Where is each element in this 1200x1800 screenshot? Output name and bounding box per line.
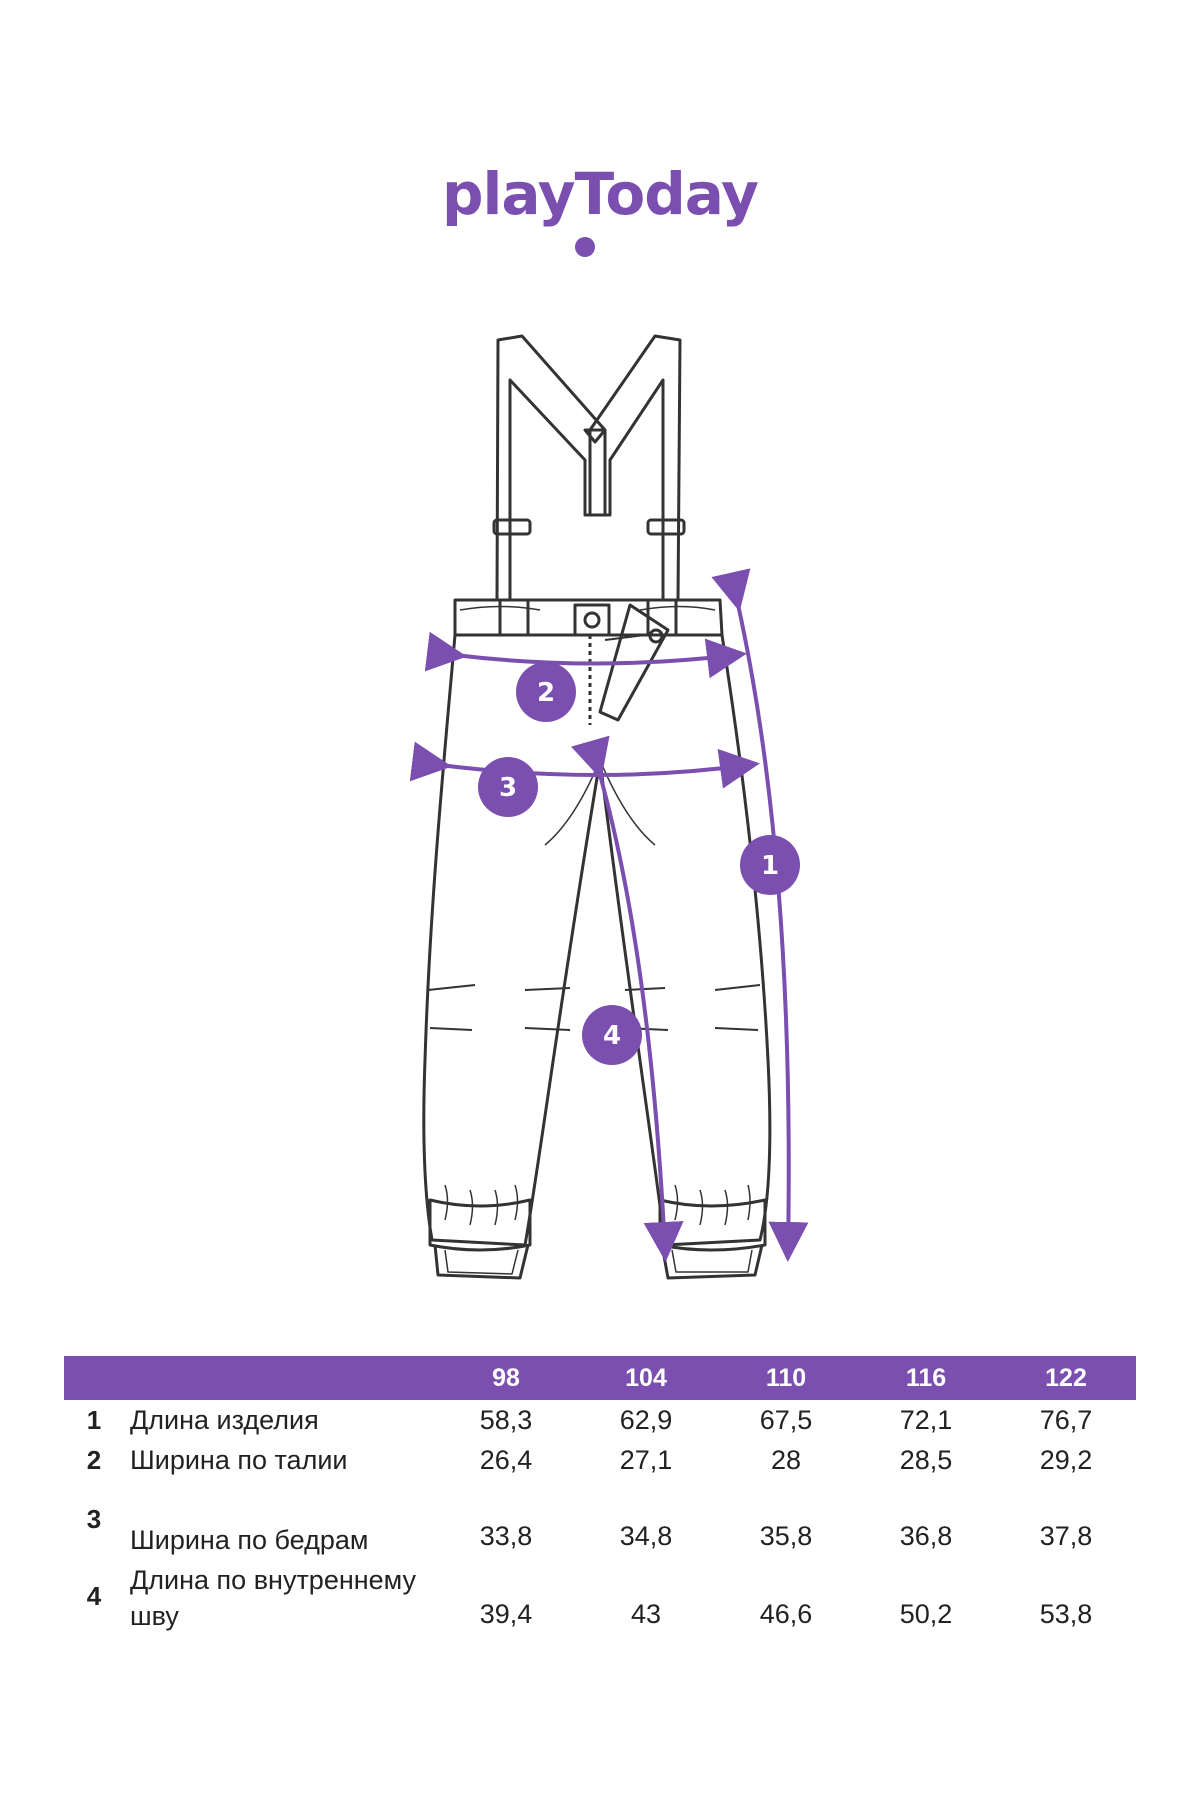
table-cell: 36,8	[899, 1521, 953, 1551]
table-cell: 35,8	[759, 1521, 813, 1551]
row-number: 4	[86, 1580, 102, 1611]
table-cell: 28,5	[899, 1444, 953, 1475]
badge-2-text: 2	[537, 678, 555, 708]
table-row: 4 Длина по внутреннему шву 39,4 43 46,6 …	[64, 1558, 1136, 1634]
size-header: 104	[625, 1363, 667, 1392]
table-cell: 53,8	[1039, 1599, 1093, 1629]
badge-3-text: 3	[499, 773, 517, 803]
table-cell: 67,5	[759, 1404, 813, 1435]
left-cuff	[428, 1198, 532, 1252]
table-cell: 72,1	[899, 1404, 953, 1435]
table-cell: 37,8	[1039, 1521, 1093, 1551]
brand-logo-text: playToday	[442, 160, 759, 228]
table-cell: 76,7	[1039, 1404, 1093, 1435]
table-cell: 50,2	[899, 1599, 953, 1629]
measure-2-line	[424, 631, 747, 679]
pants-technical-drawing: 1 2 3 4	[409, 334, 809, 1280]
table-cell: 34,8	[619, 1521, 673, 1551]
table-cell: 27,1	[619, 1444, 673, 1475]
right-strap	[588, 334, 682, 602]
brand-logo: playToday	[0, 160, 1200, 228]
row-label: Ширина по бедрам	[130, 1525, 369, 1555]
badge-3: 3	[478, 757, 538, 817]
row-number: 1	[86, 1404, 102, 1435]
table-cell: 33,8	[479, 1521, 533, 1551]
table-cell: 26,4	[479, 1444, 533, 1475]
size-header: 122	[1045, 1363, 1087, 1392]
brand-logo-dot	[575, 237, 595, 257]
pants-outline	[422, 634, 772, 1247]
badge-1-text: 1	[761, 851, 779, 881]
badge-1: 1	[740, 835, 800, 895]
table-row: 2 Ширина по талии 26,4 27,1 28 28,5 29,2	[64, 1440, 1136, 1480]
table-cell: 29,2	[1039, 1444, 1093, 1475]
size-header-row: 98 104 110 116 122	[64, 1356, 1136, 1400]
measure-1-line	[711, 568, 809, 1262]
size-table: 98 104 110 116 122 1 Длина изделия 58,3 …	[64, 1356, 1136, 1634]
measure-4-line	[571, 735, 684, 1262]
row-number: 2	[86, 1444, 102, 1475]
size-header: 116	[905, 1363, 947, 1392]
size-header: 98	[492, 1363, 520, 1392]
table-cell: 58,3	[479, 1404, 533, 1435]
table-cell: 43	[630, 1599, 662, 1629]
row-label: Длина изделия	[130, 1405, 319, 1435]
row-label: Ширина по талии	[130, 1445, 348, 1475]
badge-2: 2	[516, 662, 576, 722]
table-row: 3 Ширина по бедрам 33,8 34,8 35,8 36,8 3…	[64, 1480, 1136, 1558]
badge-4-text: 4	[603, 1021, 621, 1051]
row-label: Длина по внутреннему шву	[130, 1565, 417, 1631]
row-number: 3	[86, 1503, 102, 1534]
table-cell: 62,9	[619, 1404, 673, 1435]
size-header: 110	[765, 1363, 807, 1392]
table-cell: 46,6	[759, 1599, 813, 1629]
table-row: 1 Длина изделия 58,3 62,9 67,5 72,1 76,7	[64, 1400, 1136, 1440]
table-cell: 28	[770, 1444, 802, 1475]
badge-4: 4	[582, 1005, 642, 1065]
table-cell: 39,4	[479, 1599, 533, 1629]
